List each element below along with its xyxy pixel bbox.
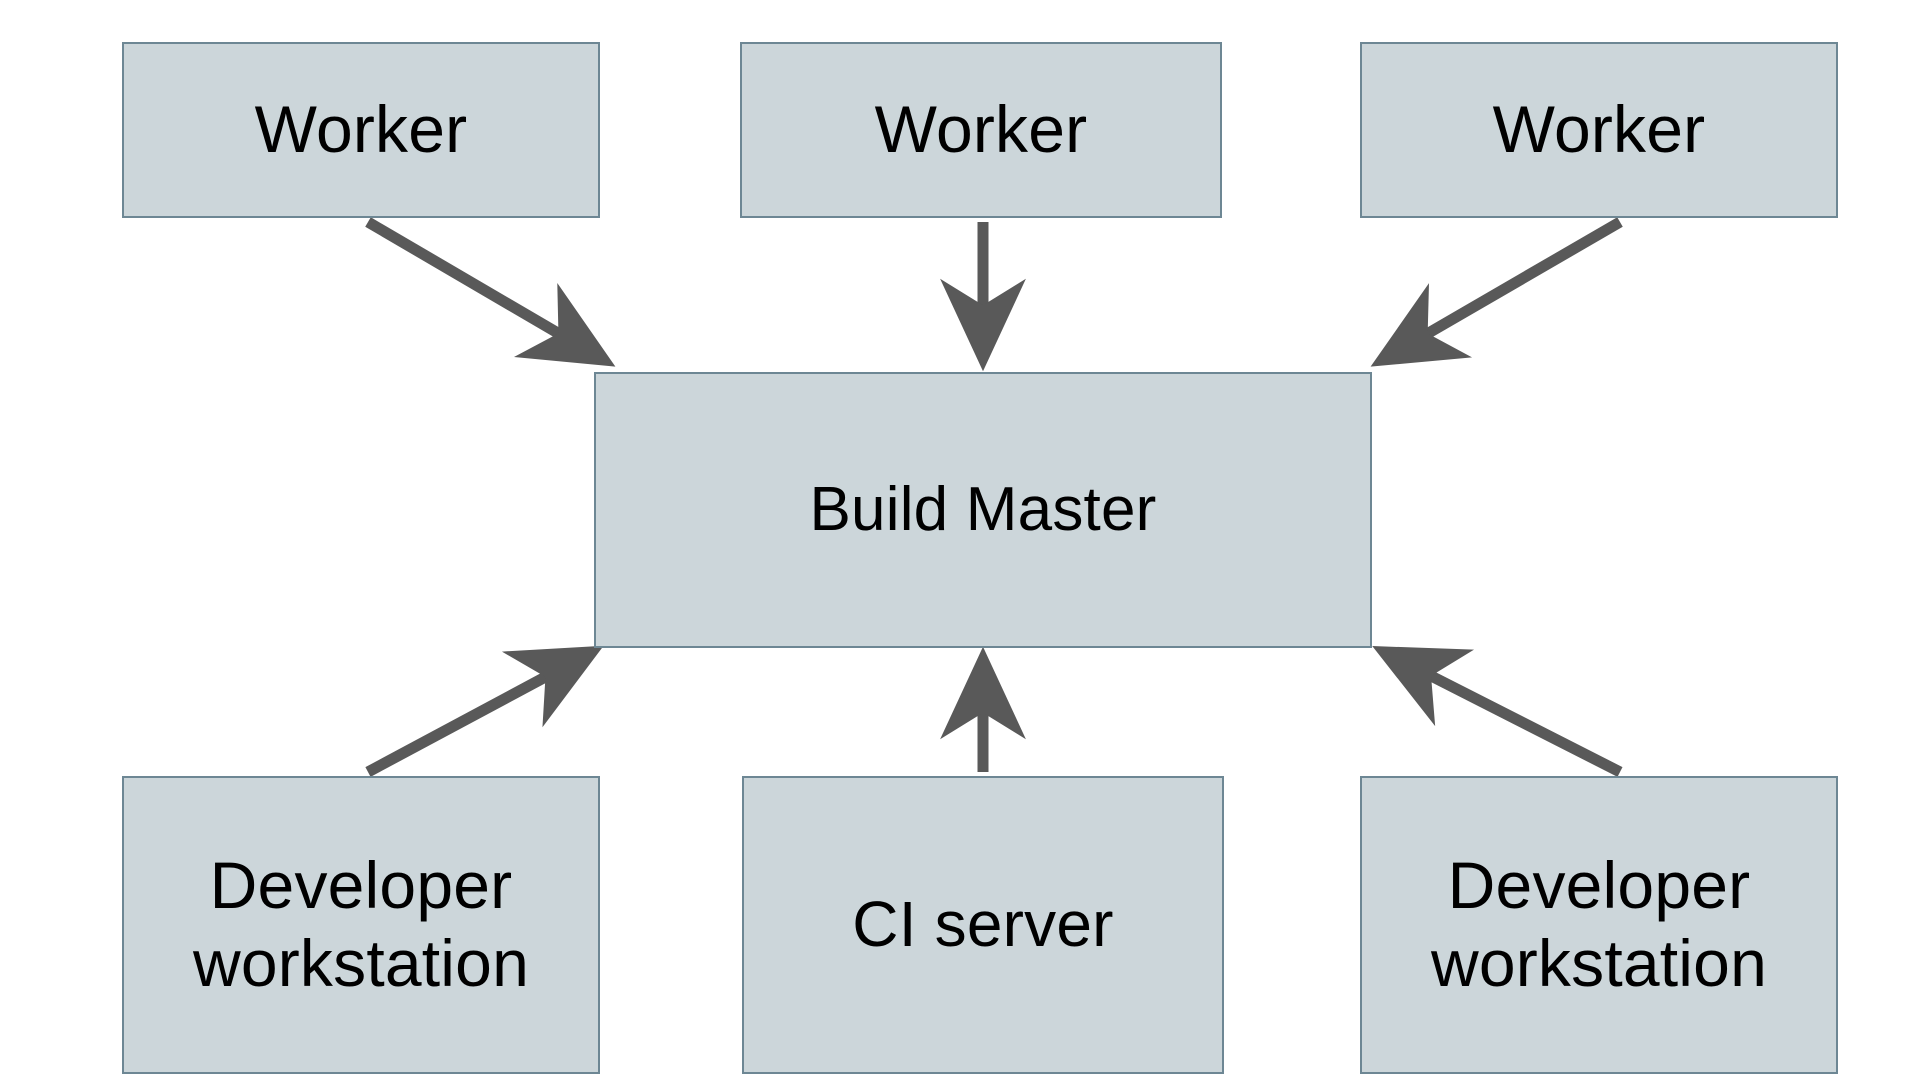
node-worker-2[interactable]: Worker [740,42,1222,218]
node-build-master-label: Build Master [809,475,1157,545]
node-ci-server-label: CI server [852,888,1114,961]
node-ci-server[interactable]: CI server [742,776,1224,1074]
edge-worker1-to-build-master [365,217,616,367]
node-worker-1[interactable]: Worker [122,42,600,218]
edge-worker3-to-build-master [1370,217,1623,367]
node-worker-1-label: Worker [254,92,468,167]
node-build-master[interactable]: Build Master [594,372,1372,648]
node-worker-3[interactable]: Worker [1360,42,1838,218]
node-developer-workstation-left-label: Developer workstation [192,848,529,1000]
node-developer-workstation-right[interactable]: Developer workstation [1360,776,1838,1074]
node-developer-workstation-left[interactable]: Developer workstation [122,776,600,1074]
node-developer-workstation-right-label: Developer workstation [1430,848,1767,1000]
node-worker-3-label: Worker [1492,92,1706,167]
edge-dev-ws-right-to-build-master [1372,646,1623,777]
node-worker-2-label: Worker [874,92,1088,167]
edge-dev-ws-left-to-build-master [365,645,604,777]
